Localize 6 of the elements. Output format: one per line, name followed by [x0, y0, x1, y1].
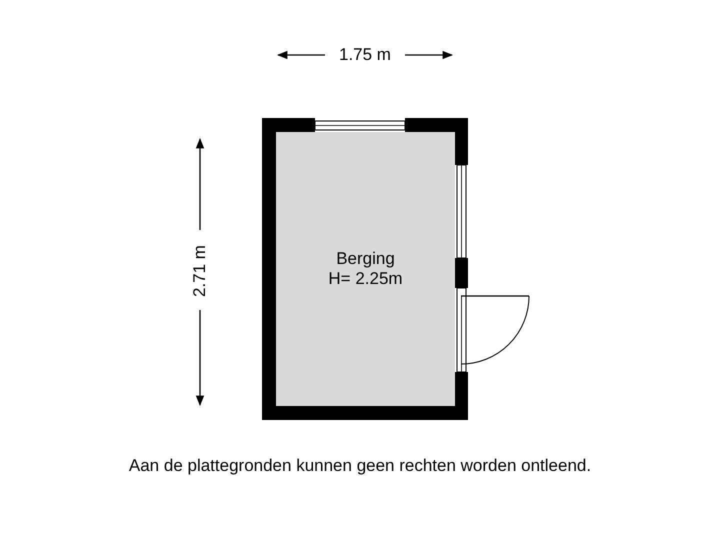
room-name: Berging [336, 249, 395, 269]
dimension-label: 2.71 m [190, 245, 209, 297]
ceiling-height-label: H= 2.25m [328, 269, 403, 289]
dimension-label: 1.75 m [339, 45, 391, 64]
disclaimer-text: Aan de plattegronden kunnen geen rechten worden ontleend. [128, 456, 592, 475]
room-floor [276, 132, 455, 406]
